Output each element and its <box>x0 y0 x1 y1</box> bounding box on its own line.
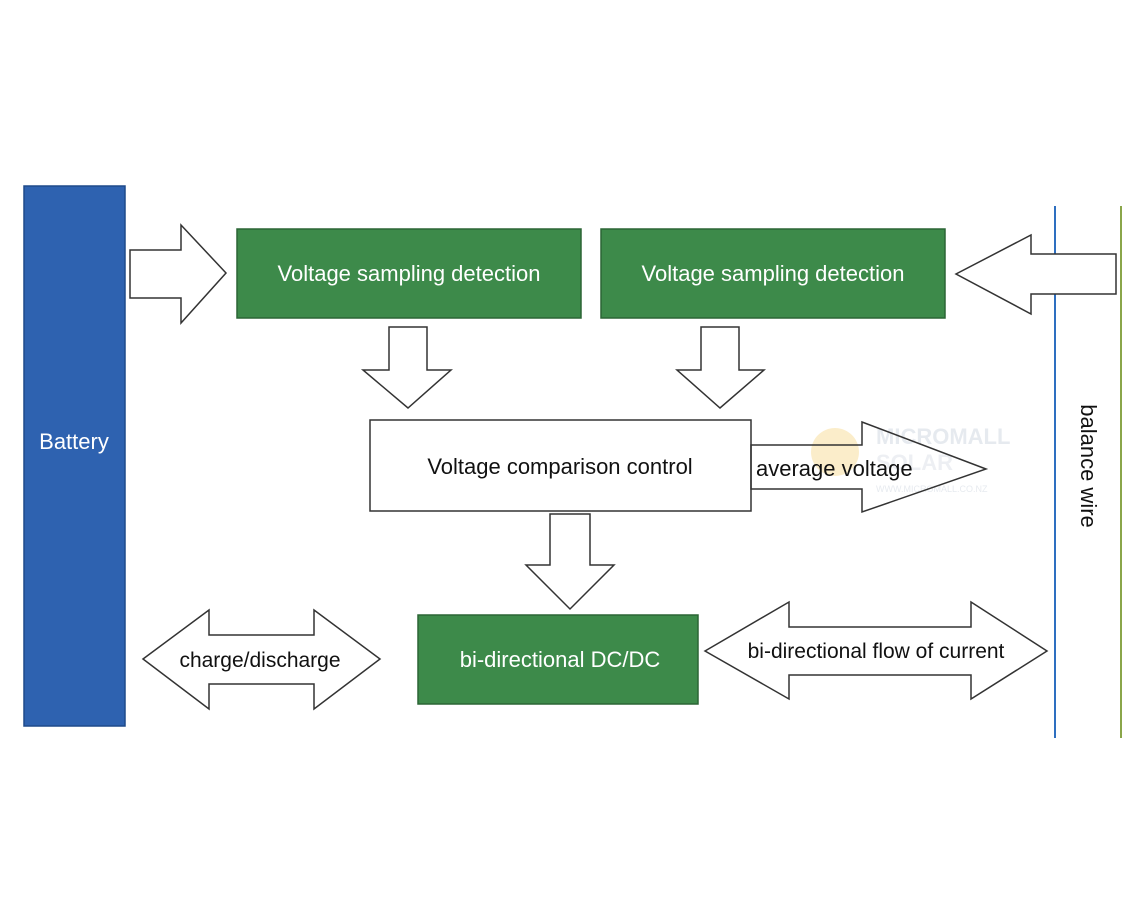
voltage-comparison-box <box>369 419 752 512</box>
voltage-sampling-right-label: Voltage sampling detection <box>642 261 905 286</box>
voltage-sampling-right-box <box>600 228 946 319</box>
arrow-charge-discharge <box>141 608 382 711</box>
average-voltage-label: average voltage <box>756 456 913 481</box>
voltage-sampling-left-label: Voltage sampling detection <box>278 261 541 286</box>
watermark: MICROMALL SOLAR WWW.MICROMALL.CO.NZ <box>811 424 1010 494</box>
voltage-sampling-left-box <box>236 228 582 319</box>
bidirectional-flow-label: bi-directional flow of current <box>748 640 1005 663</box>
arrow-average-voltage <box>750 420 989 514</box>
arrow-bidirectional-flow <box>703 600 1049 701</box>
watermark-url: WWW.MICROMALL.CO.NZ <box>876 484 988 494</box>
dcdc-box <box>417 614 699 705</box>
charge-discharge-label: charge/discharge <box>179 649 340 672</box>
dcdc-label: bi-directional DC/DC <box>460 647 661 672</box>
watermark-line1: MICROMALL <box>876 424 1010 449</box>
arrow-down-right-sampling <box>675 326 767 409</box>
balance-wire-label: balance wire <box>1076 404 1101 528</box>
watermark-line2: SOLAR <box>876 450 953 475</box>
arrow-down-left-sampling <box>360 326 453 409</box>
battery-block <box>23 185 126 727</box>
battery-label: Battery <box>39 429 109 454</box>
arrow-balancewire-to-sampling <box>954 233 1117 316</box>
sun-icon <box>811 428 859 476</box>
arrow-down-to-dcdc <box>524 513 616 611</box>
voltage-comparison-label: Voltage comparison control <box>427 454 692 479</box>
arrow-battery-to-sampling <box>129 223 228 325</box>
